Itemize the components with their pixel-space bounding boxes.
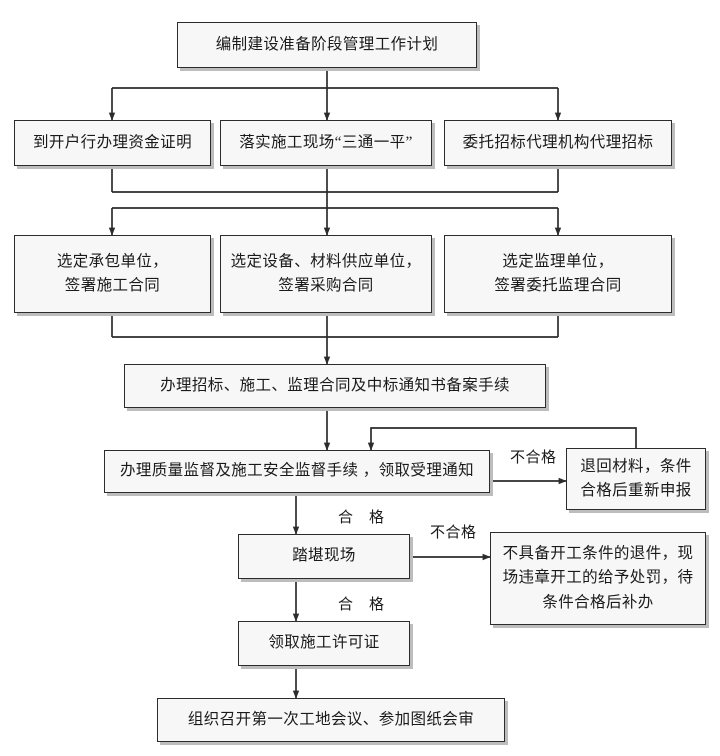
flow-node-text-line: 签署委托监理合同 bbox=[494, 277, 622, 294]
flow-node-n12: 不具备开工条件的退件，现场违章开工的给予处罚，待条件合格后补办 bbox=[490, 532, 706, 625]
flow-node-n1: 编制建设准备阶段管理工作计划 bbox=[177, 22, 477, 68]
flow-node-text-line: 委托招标代理机构代理招标 bbox=[462, 133, 654, 151]
flow-node-text-line: 办理质量监督及施工安全监督手续 ，领取受理通知 bbox=[119, 462, 475, 480]
edge-label-el4: 合 格 bbox=[336, 593, 387, 614]
flow-node-n4: 委托招标代理机构代理招标 bbox=[444, 120, 672, 166]
flow-node-text-line: 选定设备、材料供应单位， bbox=[230, 252, 422, 270]
flow-node-text-line: 合格后重新申报 bbox=[580, 482, 692, 499]
flow-node-text-line: 场违章开工的给予处罚，待 bbox=[502, 569, 694, 587]
flow-node-text-line: 到开户行办理资金证明 bbox=[32, 133, 192, 151]
flow-node-text-line: 退回材料，条件 bbox=[580, 457, 692, 475]
flow-node-n2: 到开户行办理资金证明 bbox=[14, 120, 211, 166]
edge-label-el2: 合 格 bbox=[336, 506, 387, 527]
flow-node-text-line: 条件合格后补办 bbox=[542, 593, 654, 611]
flow-node-text-line: 不具备开工条件的退件，现 bbox=[502, 545, 694, 563]
flow-node-text-line: 办理招标、施工、监理合同及中标通知书备案手续 bbox=[160, 376, 510, 394]
flow-node-text-line: 选定监理单位， bbox=[502, 252, 614, 270]
flow-node-n3: 落实施工现场“三通一平” bbox=[220, 120, 432, 166]
edge-label-el1: 不合格 bbox=[508, 446, 559, 467]
flow-node-n11: 踏堪现场 bbox=[238, 534, 410, 579]
flow-node-n6: 选定设备、材料供应单位， 签署采购合同 bbox=[220, 235, 432, 313]
flow-node-text-line: 落实施工现场“三通一平” bbox=[239, 133, 413, 151]
flow-node-text-line: 踏堪现场 bbox=[292, 547, 356, 565]
edge-label-el3: 不合格 bbox=[428, 521, 479, 542]
flow-node-n5: 选定承包单位， 签署施工合同 bbox=[14, 235, 211, 313]
flow-node-n8: 办理招标、施工、监理合同及中标通知书备案手续 bbox=[124, 364, 546, 408]
flow-node-text-line: 组织召开第一次工地会议、参加图纸会审 bbox=[187, 710, 475, 728]
flow-node-text-line: 签署施工合同 bbox=[64, 277, 161, 294]
flow-node-text-line: 编制建设准备阶段管理工作计划 bbox=[215, 35, 439, 53]
flow-node-text-line: 领取施工许可证 bbox=[268, 634, 380, 652]
flow-node-n9: 办理质量监督及施工安全监督手续 ，领取受理通知 bbox=[104, 450, 490, 493]
flow-node-n14: 组织召开第一次工地会议、参加图纸会审 bbox=[157, 698, 505, 742]
flow-node-n10: 退回材料，条件合格后重新申报 bbox=[566, 448, 706, 510]
flow-node-n7: 选定监理单位， 签署委托监理合同 bbox=[444, 235, 672, 313]
flow-node-n13: 领取施工许可证 bbox=[238, 621, 410, 666]
edge-n10-feedback-to-n9 bbox=[367, 427, 637, 451]
flow-node-text-line: 签署采购合同 bbox=[278, 277, 374, 294]
flow-node-text-line: 选定承包单位， bbox=[56, 252, 169, 270]
